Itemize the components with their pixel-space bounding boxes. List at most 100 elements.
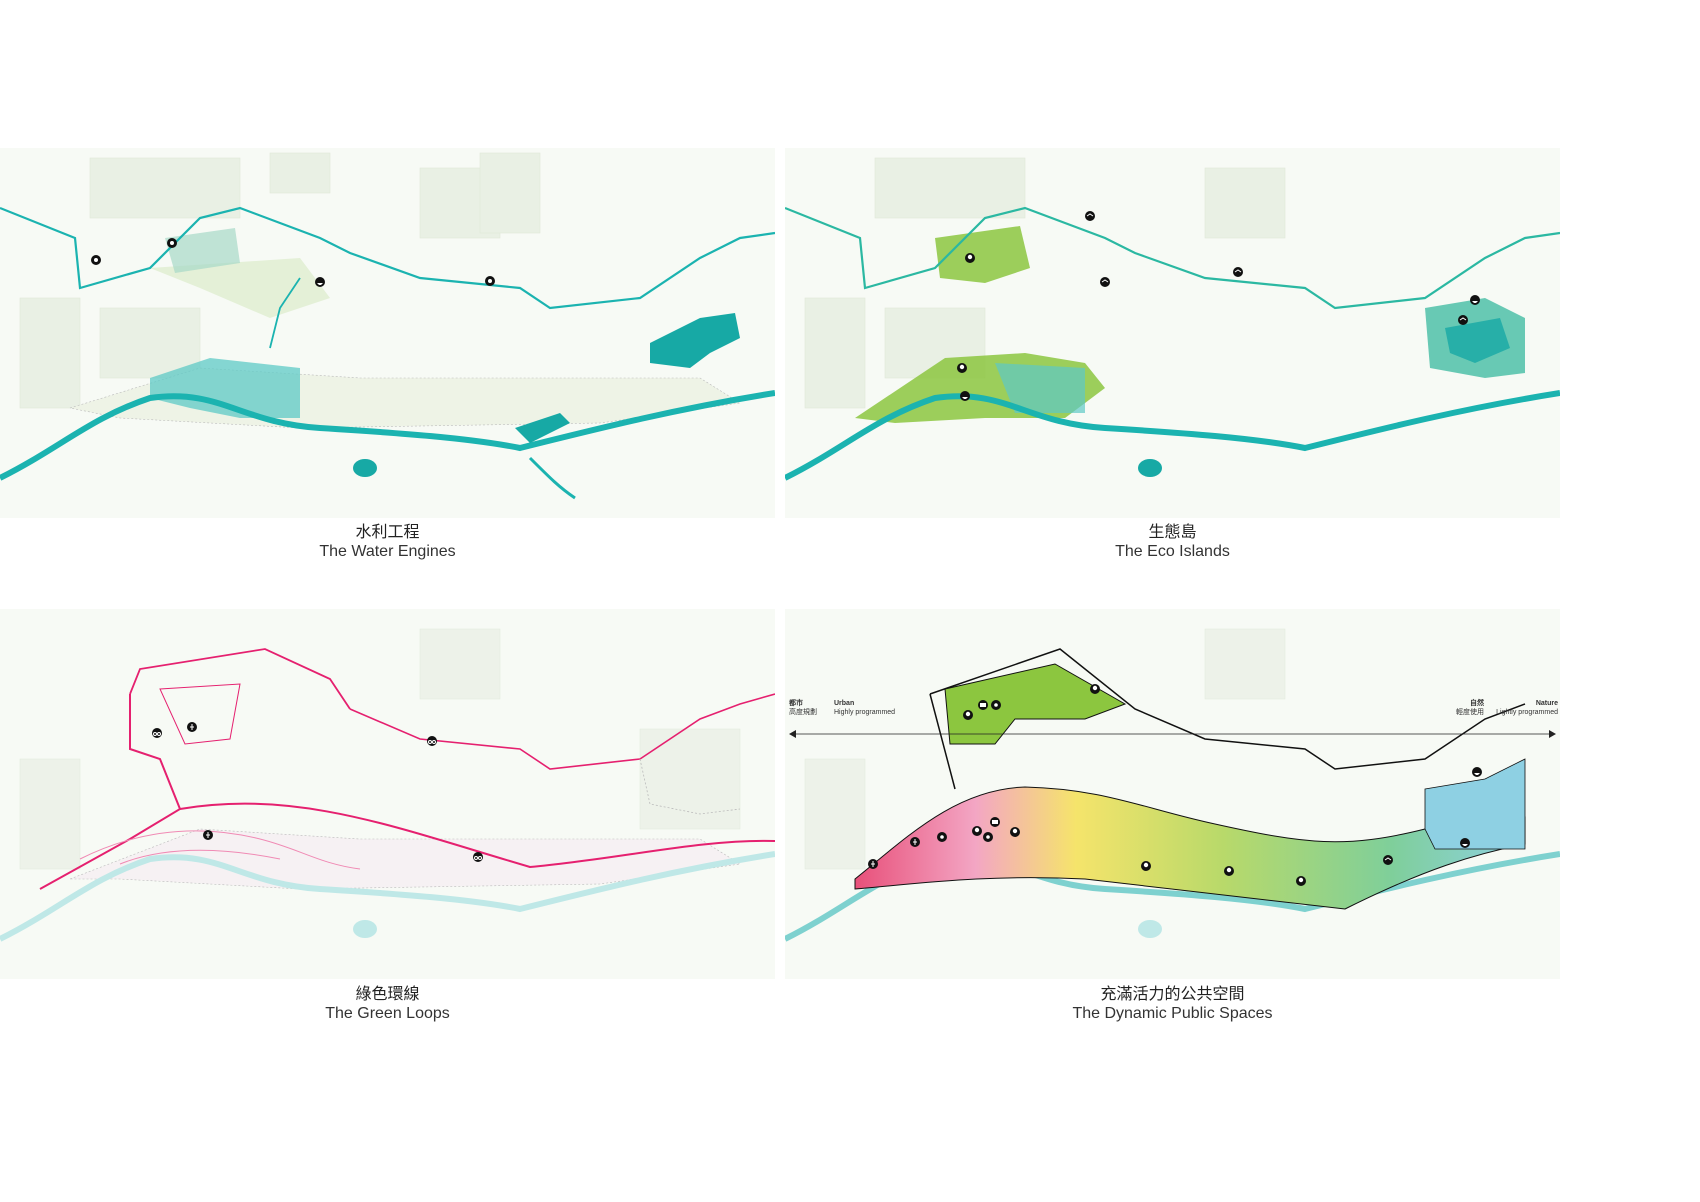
map-dynamic-public-spaces bbox=[785, 609, 1560, 979]
trail-network bbox=[119, 849, 281, 865]
water-engines-map-svg bbox=[0, 148, 775, 518]
map-green-loops bbox=[0, 609, 775, 979]
bird-icon bbox=[1100, 277, 1110, 287]
tree-icon bbox=[957, 363, 967, 373]
north-canal bbox=[785, 206, 1560, 310]
walk-icon bbox=[910, 837, 920, 847]
caption-zh: 生態島 bbox=[1148, 522, 1197, 541]
loop-west bbox=[39, 694, 182, 890]
scale-urban-en: Urban Highly programmed bbox=[834, 699, 895, 717]
island-pond bbox=[1138, 459, 1162, 477]
tree-icon bbox=[1296, 876, 1306, 886]
base-map-blocks bbox=[19, 628, 741, 870]
island-pond bbox=[353, 459, 377, 477]
tree-icon bbox=[963, 710, 973, 720]
tree-icon bbox=[1010, 827, 1020, 837]
scale-arrow-right bbox=[1549, 730, 1556, 738]
wetland-ponds bbox=[150, 358, 300, 418]
bird-icon bbox=[1383, 855, 1393, 865]
scale-nature-en-sub: Lightly programmed bbox=[1496, 709, 1558, 716]
island-pond bbox=[1138, 920, 1162, 938]
scale-nature-zh-sub: 輕度使用 bbox=[1456, 709, 1484, 716]
eco-island-north bbox=[935, 226, 1030, 283]
eco-lake bbox=[1445, 318, 1510, 363]
caption-zh: 水利工程 bbox=[355, 522, 420, 541]
bird-icon bbox=[1458, 315, 1468, 325]
scale-nature-zh: 自然 輕度使用 bbox=[1456, 699, 1484, 717]
north-canal bbox=[0, 206, 775, 310]
playground-icon bbox=[983, 832, 993, 842]
canal-link bbox=[269, 277, 301, 349]
boat-icon bbox=[1460, 838, 1470, 848]
scale-urban-zh-title: 都市 bbox=[789, 700, 803, 707]
main-river bbox=[0, 390, 775, 481]
map-eco-islands bbox=[785, 148, 1560, 518]
museum-icon bbox=[990, 817, 1000, 827]
scale-urban-en-sub: Highly programmed bbox=[834, 709, 896, 716]
east-lake bbox=[1424, 758, 1526, 850]
scale-arrow-left bbox=[789, 730, 796, 738]
walk-icon bbox=[868, 859, 878, 869]
north-park bbox=[944, 663, 1127, 745]
main-river bbox=[785, 390, 1560, 481]
north-wetland bbox=[165, 228, 240, 273]
riverside-park bbox=[69, 828, 741, 890]
map-water-engines bbox=[0, 148, 775, 518]
playground-icon bbox=[937, 832, 947, 842]
tree-icon bbox=[1090, 684, 1100, 694]
boat-icon bbox=[315, 277, 325, 287]
boat-icon bbox=[960, 391, 970, 401]
museum-icon bbox=[978, 700, 988, 710]
playground-icon bbox=[991, 700, 1001, 710]
scale-urban-en-title: Urban bbox=[834, 700, 855, 707]
bird-icon bbox=[1085, 211, 1095, 221]
trail-network bbox=[79, 830, 361, 870]
walk-icon bbox=[187, 722, 197, 732]
tree-icon bbox=[972, 826, 982, 836]
scale-nature-en: Nature Lightly programmed bbox=[1492, 699, 1558, 717]
park-zone bbox=[150, 258, 330, 318]
caption-zh: 綠色環線 bbox=[355, 984, 420, 1003]
bird-icon bbox=[1233, 267, 1243, 277]
loop-levee bbox=[179, 802, 775, 869]
base-map-blocks bbox=[804, 628, 1286, 870]
tree-icon bbox=[965, 253, 975, 263]
eco-wetland bbox=[995, 363, 1085, 413]
site-boundary bbox=[929, 693, 956, 790]
caption-green-loops: 綠色環線 The Green Loops bbox=[0, 984, 775, 1024]
bike-icon bbox=[427, 736, 437, 746]
caption-eco-islands: 生態島 The Eco Islands bbox=[785, 522, 1560, 562]
main-river bbox=[0, 851, 775, 942]
caption-public-spaces: 充滿活力的公共空間 The Dynamic Public Spaces bbox=[785, 984, 1560, 1024]
pump-icon bbox=[91, 255, 101, 265]
retention-pond bbox=[650, 313, 740, 368]
eco-islands-map-svg bbox=[785, 148, 1560, 518]
loop-park bbox=[159, 683, 241, 745]
caption-en: The Green Loops bbox=[325, 1005, 450, 1022]
caption-water-engines: 水利工程 The Water Engines bbox=[0, 522, 775, 562]
public-spaces-map-svg bbox=[785, 609, 1560, 979]
boat-icon bbox=[1472, 767, 1482, 777]
green-loops-map-svg bbox=[0, 609, 775, 979]
river-branch bbox=[528, 456, 576, 500]
bike-icon bbox=[152, 728, 162, 738]
site-boundary bbox=[929, 648, 1526, 770]
caption-en: The Dynamic Public Spaces bbox=[1072, 1005, 1273, 1022]
caption-en: The Eco Islands bbox=[1115, 543, 1230, 560]
tree-icon bbox=[1224, 866, 1234, 876]
boat-icon bbox=[1470, 295, 1480, 305]
scale-urban-zh: 都市 高度規劃 bbox=[789, 699, 817, 717]
east-park-outline bbox=[639, 758, 741, 815]
pump-icon bbox=[167, 238, 177, 248]
caption-en: The Water Engines bbox=[319, 543, 456, 560]
tree-icon bbox=[1141, 861, 1151, 871]
loop-north bbox=[129, 648, 351, 710]
island-pond bbox=[353, 920, 377, 938]
caption-zh: 充滿活力的公共空間 bbox=[1100, 984, 1245, 1003]
scale-urban-zh-sub: 高度規劃 bbox=[789, 709, 817, 716]
scale-nature-zh-title: 自然 bbox=[1470, 700, 1484, 707]
base-map-blocks bbox=[19, 152, 541, 409]
bike-icon bbox=[473, 852, 483, 862]
retention-pond-small bbox=[515, 413, 570, 443]
walk-icon bbox=[203, 830, 213, 840]
